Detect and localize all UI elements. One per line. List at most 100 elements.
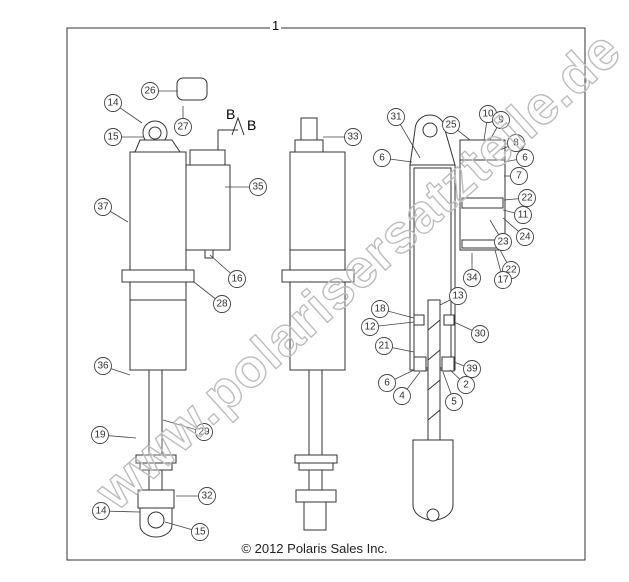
callout-4: 4: [393, 371, 421, 405]
callout-circle: [228, 270, 246, 288]
callout-circle: [492, 111, 510, 129]
callout-circle: [442, 116, 460, 134]
callout-number: 15: [194, 527, 206, 538]
callout-6: 6: [503, 149, 534, 167]
callout-number: 12: [364, 322, 376, 333]
callout-11: 11: [502, 206, 532, 224]
callout-number: 21: [378, 341, 390, 352]
callout-number: 26: [144, 86, 156, 97]
callout-circle: [375, 337, 393, 355]
callout-circle: [361, 318, 379, 336]
callout-number: 15: [107, 132, 119, 143]
callout-number: 6: [379, 153, 385, 164]
callout-18: 18: [371, 300, 415, 319]
callout-number: 39: [466, 364, 478, 375]
callout-36: 36: [94, 357, 131, 376]
callout-circle: [494, 271, 512, 289]
callout-circle: [249, 178, 267, 196]
callout-circle: [471, 325, 489, 343]
callout-number: 33: [347, 132, 359, 143]
callout-number: 32: [201, 491, 213, 502]
callout-19: 19: [91, 426, 137, 444]
callout-circle: [195, 423, 213, 441]
callout-number: 34: [466, 273, 478, 284]
callout-number: 7: [516, 171, 522, 182]
callout-circle: [445, 393, 463, 411]
callout-circle: [387, 108, 405, 126]
callout-29: 29: [162, 419, 213, 441]
callout-number: 31: [390, 112, 402, 123]
callout-circle: [373, 149, 391, 167]
callout-27: 27: [174, 106, 192, 136]
callout-17: 17: [494, 249, 512, 289]
callout-21: 21: [375, 337, 415, 355]
callout-circle: [393, 387, 411, 405]
callout-circle: [371, 300, 389, 318]
callout-circle: [104, 94, 122, 112]
callout-number: 24: [519, 232, 531, 243]
callout-number: 16: [231, 274, 243, 285]
callout-circle: [94, 198, 112, 216]
callout-number: 19: [94, 430, 106, 441]
callout-34: 34: [463, 253, 481, 287]
callout-circle: [198, 487, 216, 505]
callout-13: 13: [439, 287, 467, 306]
callout-number: 37: [97, 202, 109, 213]
callout-16: 16: [209, 254, 246, 288]
callout-circle: [494, 233, 512, 251]
callout-number: 4: [399, 391, 405, 402]
callout-number: 6: [522, 153, 528, 164]
callout-number: 35: [252, 182, 264, 193]
callout-number: 5: [451, 397, 457, 408]
callout-circle: [378, 374, 396, 392]
callout-37: 37: [94, 198, 129, 223]
callout-circle: [91, 426, 109, 444]
callout-number: 10: [482, 109, 494, 120]
callout-number: 22: [521, 193, 533, 204]
callout-6: 6: [378, 369, 415, 392]
callout-circle: [516, 228, 534, 246]
callout-28: 28: [193, 281, 231, 313]
callout-14: 14: [92, 502, 141, 520]
right-shock-cross-section: [409, 114, 506, 522]
callout-circle: [507, 134, 525, 152]
middle-shock-exterior: [281, 117, 355, 531]
callout-number: 6: [384, 378, 390, 389]
callout-number: 30: [474, 329, 486, 340]
callout-circle: [463, 269, 481, 287]
callout-number: 36: [97, 361, 109, 372]
callout-number: 28: [216, 299, 228, 310]
callout-number: 23: [497, 237, 509, 248]
callout-circle: [457, 376, 475, 394]
callout-circle: [516, 149, 534, 167]
callout-6: 6: [373, 149, 413, 167]
callout-22: 22: [503, 189, 536, 207]
callout-circle: [141, 82, 159, 100]
callout-circle: [463, 360, 481, 378]
section-mark-b2: B: [247, 117, 257, 133]
callout-7: 7: [504, 167, 528, 185]
callout-15: 15: [104, 128, 143, 146]
callout-circle: [510, 167, 528, 185]
callout-number: 14: [95, 506, 107, 517]
callout-32: 32: [176, 487, 216, 505]
callout-14: 14: [104, 94, 143, 124]
callout-circle: [94, 357, 112, 375]
callout-35: 35: [225, 178, 267, 196]
callout-number: 29: [198, 427, 210, 438]
callout-circle: [191, 523, 209, 541]
callout-number: 8: [513, 138, 519, 149]
callout-number: 14: [107, 98, 119, 109]
callout-25: 25: [442, 116, 471, 141]
callout-5: 5: [442, 371, 463, 411]
callout-26: 26: [141, 82, 178, 100]
callout-circle: [174, 118, 192, 136]
diagram-frame: [66, 27, 586, 561]
callout-number: 13: [452, 291, 464, 302]
callout-24: 24: [502, 217, 534, 246]
callout-15: 15: [164, 521, 209, 541]
assembly-number: 1: [270, 18, 282, 33]
section-mark-b1: B: [226, 106, 236, 122]
callout-30: 30: [453, 321, 489, 343]
